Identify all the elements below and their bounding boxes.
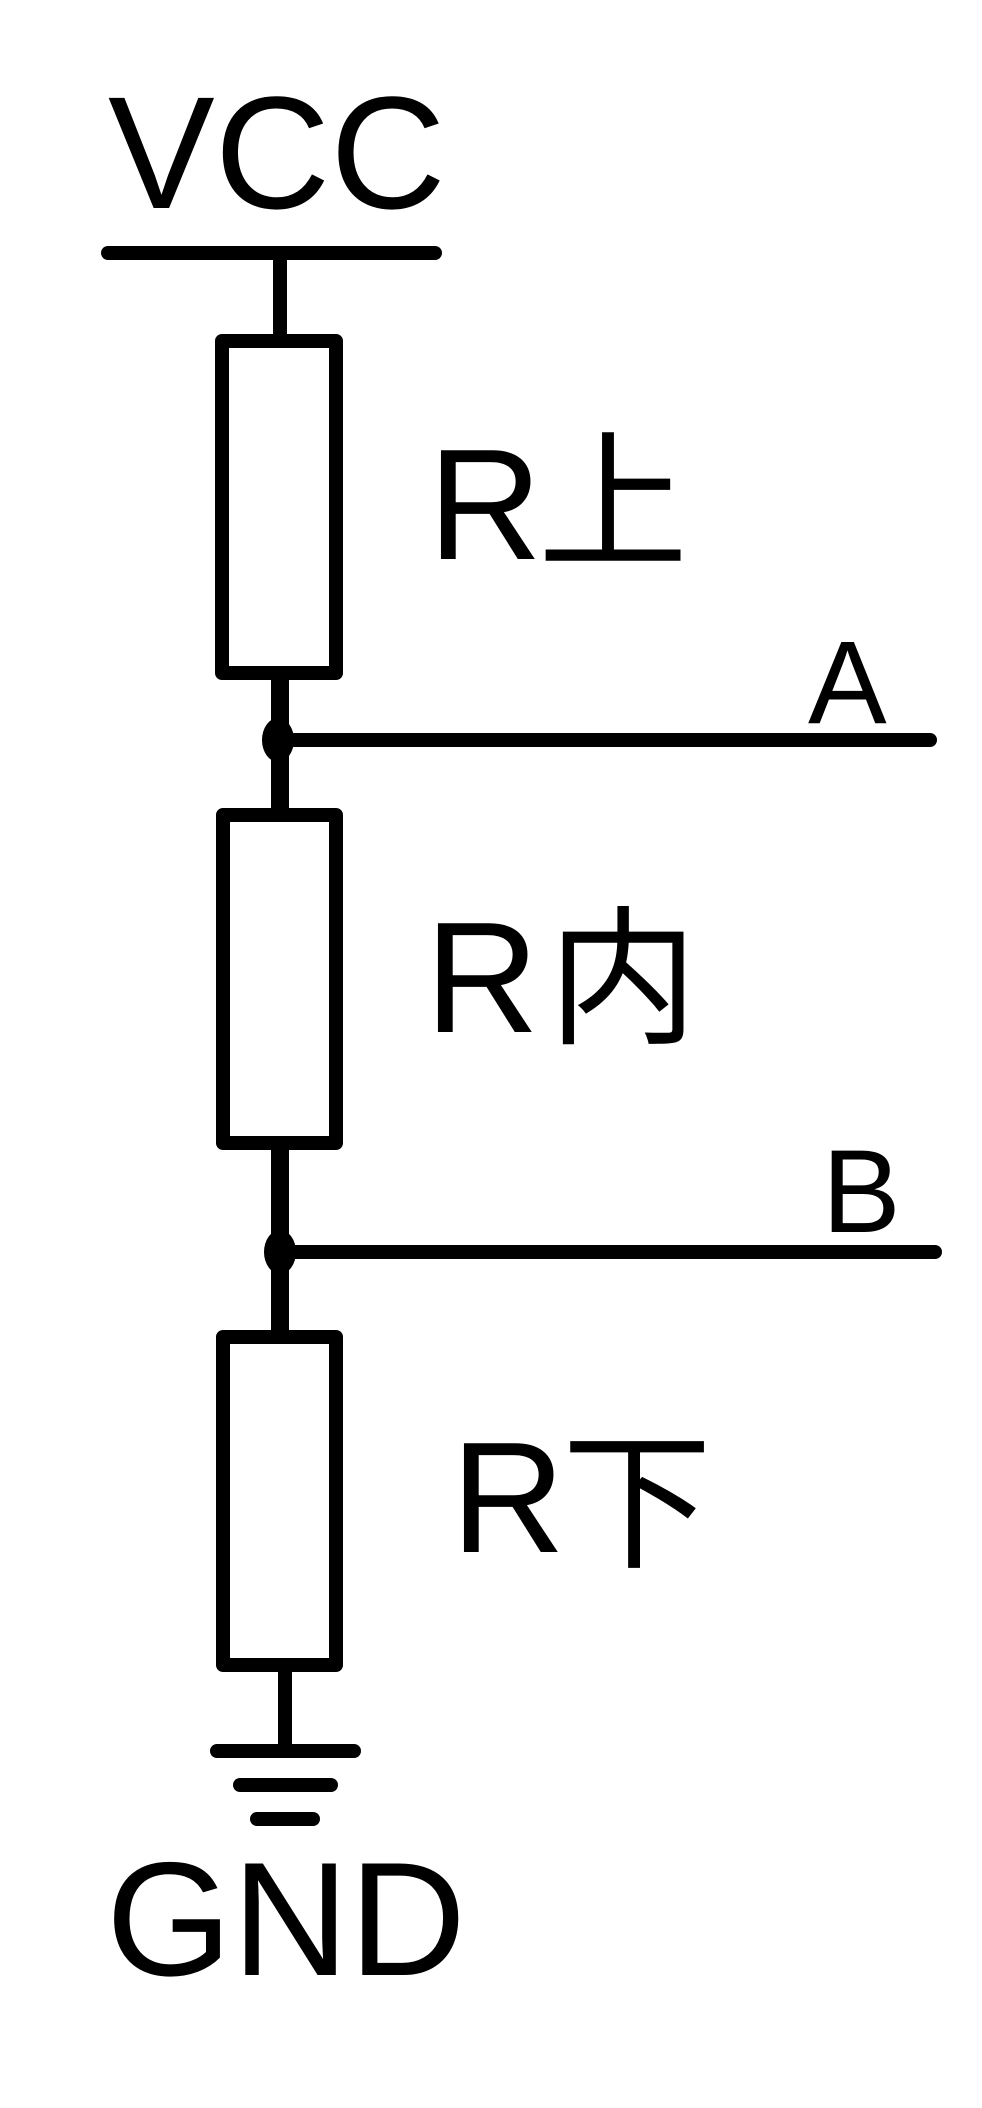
- resistor-mid: [216, 808, 343, 1150]
- resistor-bot-prefix: R: [451, 1410, 565, 1586]
- resistor-bot-suffix: 下: [562, 1418, 712, 1592]
- ground-icon: [210, 1744, 361, 1826]
- node-a-label: A: [808, 617, 887, 749]
- resistor-top-suffix: 上: [538, 418, 688, 592]
- resistor-mid-prefix: R: [425, 890, 539, 1066]
- gnd-label: GND: [106, 1829, 466, 2010]
- node-b-label: B: [822, 1126, 901, 1258]
- resistor-mid-label: R 内: [425, 890, 698, 1068]
- resistor-bot-label: R 下: [451, 1410, 712, 1592]
- resistor-top-label: R 上: [428, 417, 688, 593]
- resistor-mid-suffix: 内: [548, 894, 698, 1068]
- vcc-label: VCC: [108, 63, 446, 242]
- resistor-bot: [216, 1330, 343, 1672]
- resistor-top: [215, 334, 343, 680]
- resistor-top-prefix: R: [428, 417, 542, 593]
